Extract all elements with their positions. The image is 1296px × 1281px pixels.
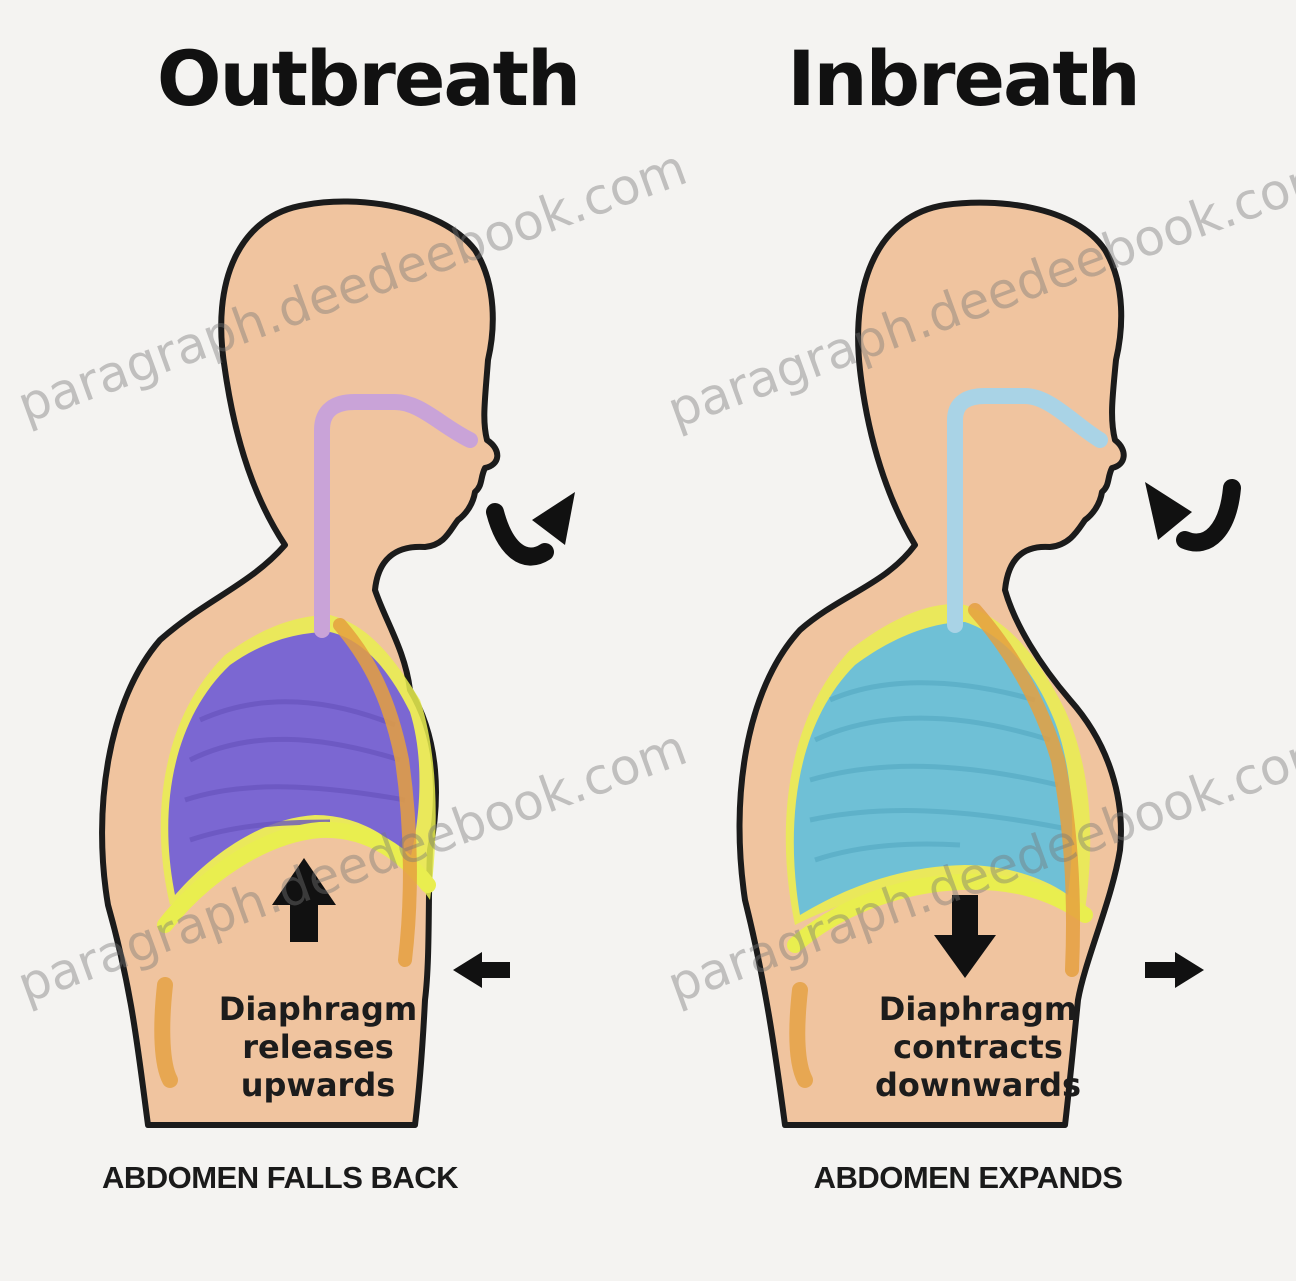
inbreath-title: Inbreath bbox=[683, 34, 1243, 123]
outbreath-figure bbox=[102, 201, 575, 1125]
outbreath-label-line-3: upwards bbox=[188, 1066, 448, 1104]
outbreath-label-line-1: Diaphragm bbox=[188, 990, 448, 1028]
outbreath-label-line-2: releases bbox=[188, 1028, 448, 1066]
inbreath-label-line-2: contracts bbox=[848, 1028, 1108, 1066]
outbreath-title: Outbreath bbox=[88, 34, 648, 123]
inbreath-label-line-1: Diaphragm bbox=[848, 990, 1108, 1028]
outbreath-airflow-arrow bbox=[495, 492, 575, 557]
outbreath-pelvis-hint bbox=[162, 985, 170, 1080]
inbreath-figure bbox=[740, 203, 1232, 1125]
outbreath-diaphragm-label: Diaphragm releases upwards bbox=[188, 990, 448, 1104]
outbreath-abdomen-arrow bbox=[453, 952, 510, 988]
inbreath-airflow-arrow bbox=[1145, 482, 1232, 543]
inbreath-abdomen-arrow bbox=[1145, 952, 1204, 988]
inbreath-diaphragm-label: Diaphragm contracts downwards bbox=[848, 990, 1108, 1104]
inbreath-label-line-3: downwards bbox=[848, 1066, 1108, 1104]
inbreath-pelvis-hint bbox=[797, 990, 805, 1080]
outbreath-caption: ABDOMEN FALLS BACK bbox=[0, 1160, 560, 1196]
inbreath-caption: ABDOMEN EXPANDS bbox=[688, 1160, 1248, 1196]
